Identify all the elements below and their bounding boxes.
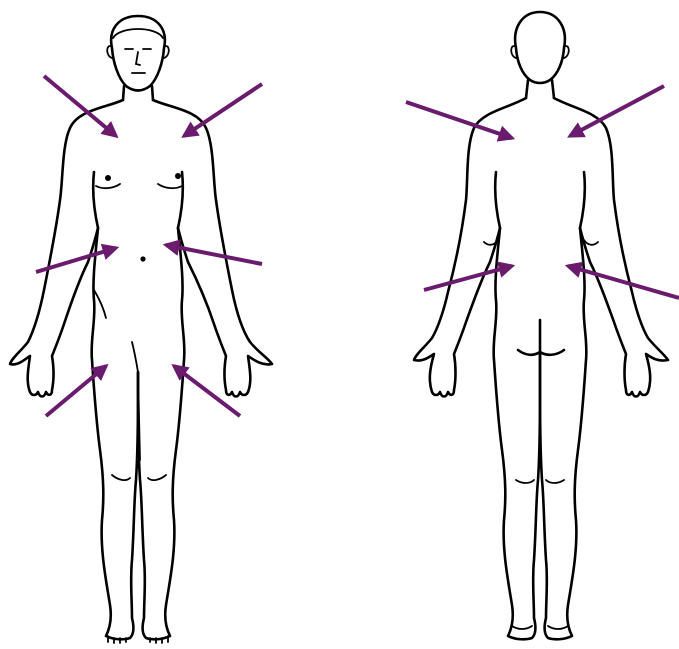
- arrow-front-mid-left: [36, 248, 116, 272]
- front-face: [125, 49, 151, 73]
- arrow-front-lower-left: [46, 366, 106, 416]
- front-body-figure: [10, 16, 272, 643]
- back-buttocks: [518, 320, 564, 355]
- front-left-outline: [10, 100, 123, 397]
- back-head: [515, 12, 565, 83]
- front-right-outline: [153, 100, 272, 397]
- arrow-back-mid-left: [424, 266, 512, 290]
- arrow-front-lower-right: [174, 366, 240, 416]
- back-right-outline: [554, 98, 668, 397]
- back-left-outline: [414, 98, 526, 397]
- arrow-back-upper-left: [406, 102, 512, 138]
- arrows-back: [406, 86, 679, 298]
- arrow-front-upper-right: [184, 84, 262, 136]
